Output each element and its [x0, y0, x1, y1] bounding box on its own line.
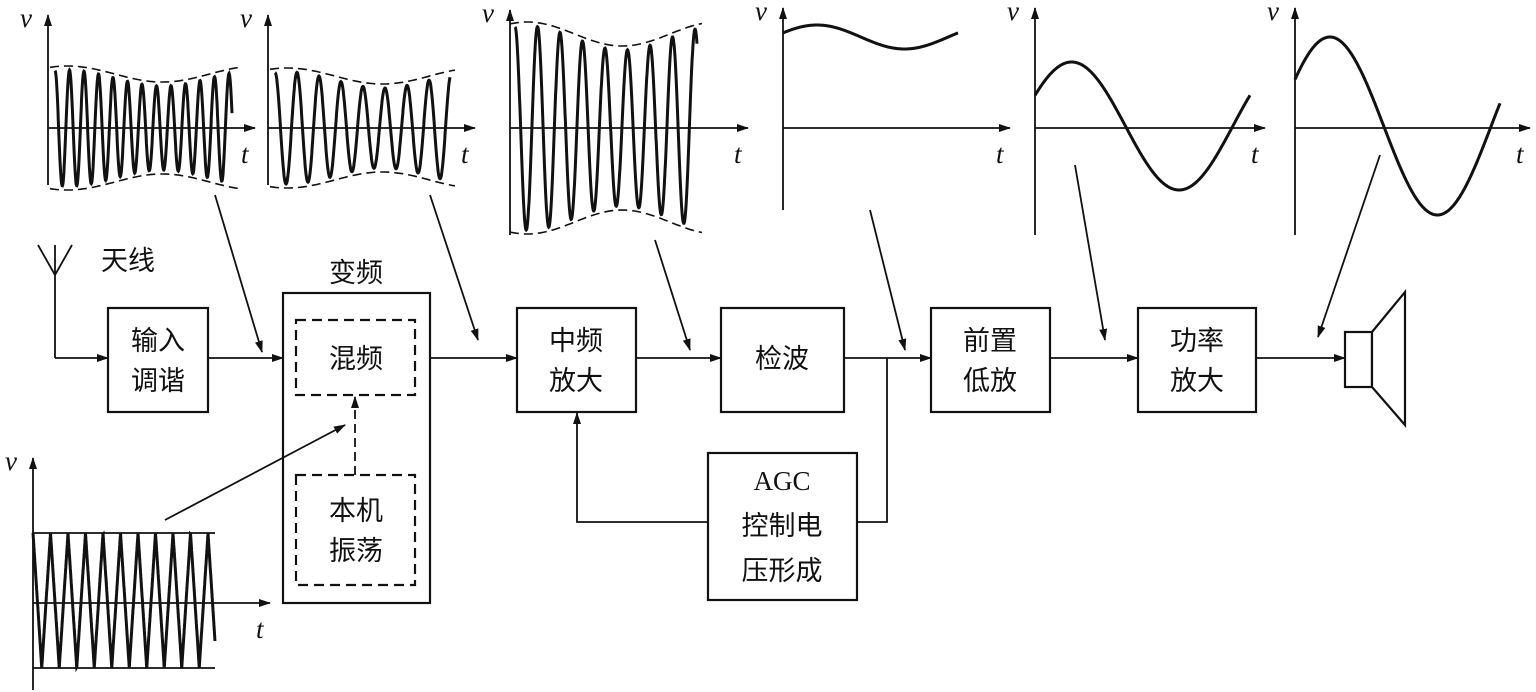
- waveform-rf-input: vt: [20, 3, 256, 191]
- t-axis-label: t: [996, 139, 1005, 169]
- waveform-mixer-output: vt: [240, 3, 476, 189]
- audio-with-dc: [782, 23, 959, 51]
- input-tuning-label-2: 调谐: [131, 366, 185, 397]
- power-amp-label-2: 放大: [1170, 366, 1224, 397]
- v-axis-label: v: [1267, 0, 1279, 26]
- speaker-icon: [1343, 288, 1407, 428]
- am-waveform: [53, 67, 234, 188]
- v-axis-label: v: [1007, 0, 1019, 26]
- waveform-if-output: vt: [482, 0, 749, 235]
- if-amplifier-label-1: 中频: [549, 326, 603, 357]
- antenna-icon: [37, 244, 73, 358]
- v-axis-label: v: [482, 0, 494, 28]
- agc-label-1: AGC: [753, 466, 810, 496]
- agc-label-3: 压形成: [742, 556, 823, 587]
- local-oscillator-block: [294, 473, 417, 587]
- waveform-detector-output: vt: [755, 0, 1011, 210]
- v-axis-label: v: [20, 3, 32, 33]
- waveform-preamp-output: vt: [1007, 0, 1266, 235]
- converter-label: 变频: [329, 258, 383, 289]
- t-axis-label: t: [461, 139, 470, 169]
- envelope-top: [509, 21, 703, 47]
- t-axis-label: t: [734, 139, 743, 169]
- envelope-bottom: [509, 209, 703, 235]
- input-tuning-block: [106, 306, 210, 414]
- v-axis-label: v: [755, 0, 767, 26]
- waveform-power-output: vt: [1267, 0, 1531, 235]
- preamp-label-1: 前置: [963, 326, 1017, 357]
- agc-label-2: 控制电: [742, 511, 823, 542]
- envelope-bottom: [49, 173, 239, 191]
- t-axis-label: t: [241, 139, 250, 169]
- t-axis-label: t: [256, 614, 265, 644]
- local-oscillator-label-1: 本机: [329, 496, 383, 527]
- local-oscillator-label-2: 振荡: [329, 536, 383, 567]
- t-axis-label: t: [1251, 139, 1260, 169]
- mixer-label: 混频: [329, 344, 383, 375]
- preamp-label-2: 低放: [963, 366, 1017, 397]
- input-tuning-label-1: 输入: [131, 326, 185, 357]
- agc-to-if-line: [573, 412, 708, 523]
- envelope-bottom: [269, 171, 456, 189]
- oscillator-waveform: [31, 530, 217, 673]
- am-waveform: [513, 24, 699, 233]
- waveform-local-oscillator: vt: [5, 446, 271, 690]
- power-amp-block: [1136, 306, 1258, 414]
- v-axis-label: v: [5, 446, 17, 476]
- t-axis-label: t: [1516, 139, 1525, 169]
- detector-label: 检波: [755, 344, 809, 375]
- envelope-top: [269, 67, 456, 85]
- waveform-pointer-arrows: [164, 154, 1381, 521]
- audio-sine: [1033, 60, 1252, 192]
- detector-block: [719, 306, 846, 414]
- audio-sine: [1293, 35, 1502, 217]
- preamp-block: [929, 306, 1052, 414]
- if-amplifier-block: [515, 306, 638, 414]
- detector-to-agc-line: [857, 358, 888, 523]
- power-amp-label-1: 功率: [1170, 326, 1224, 357]
- am-waveform: [273, 70, 452, 186]
- envelope-top: [49, 65, 239, 83]
- if-amplifier-label-2: 放大: [549, 366, 603, 397]
- antenna-label: 天线: [101, 246, 155, 277]
- agc-block: [706, 451, 859, 602]
- v-axis-label: v: [240, 3, 252, 33]
- oscillator-amplitude-lines: [33, 532, 215, 669]
- converter-block: [281, 291, 432, 605]
